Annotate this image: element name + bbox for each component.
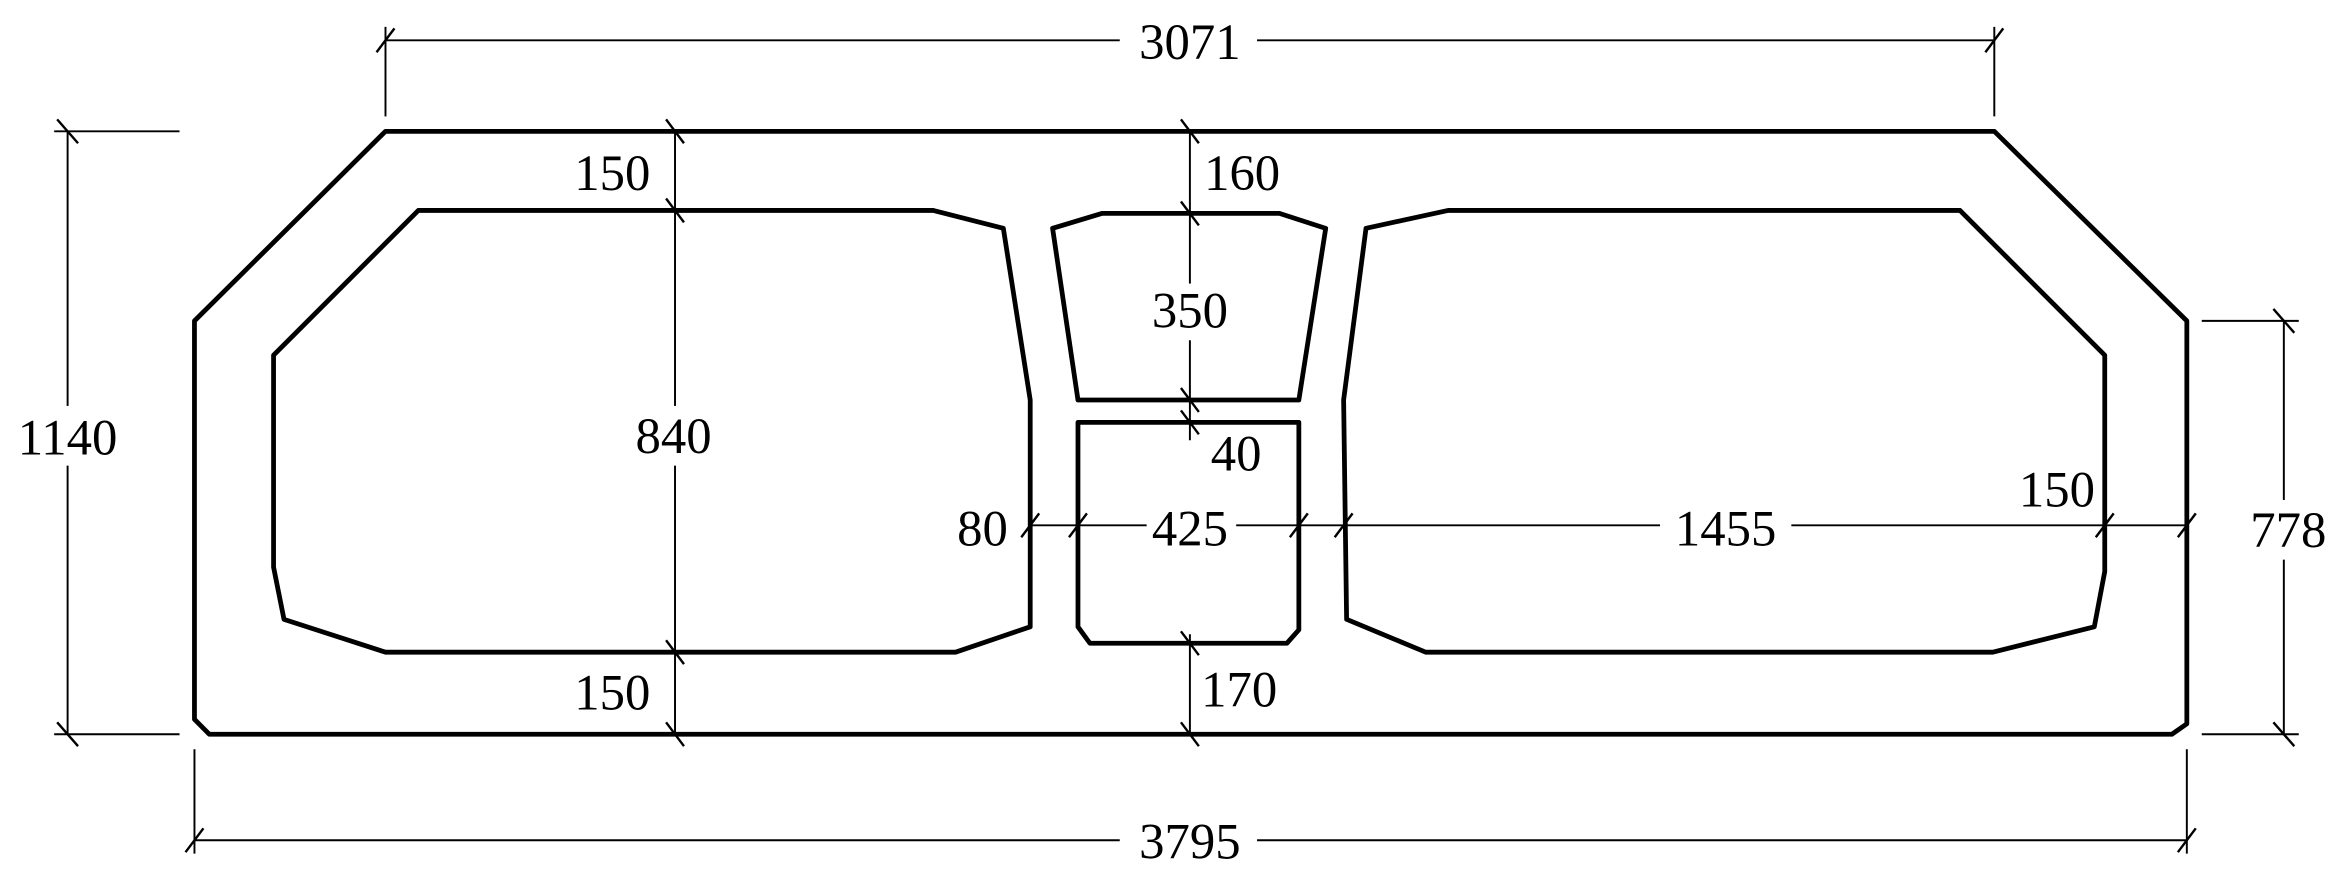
dimension-bottom-width: 3795 [184,749,2197,870]
label-total-height: 1140 [18,409,118,465]
label-top-slab-middle: 160 [1204,145,1280,201]
label-cell-height-left: 840 [635,408,711,464]
label-upper-small-cell-height: 350 [1152,282,1228,338]
label-right-cell-width: 1455 [1675,500,1776,556]
label-bottom-width: 3795 [1139,814,1240,870]
right-cell-outline [1341,208,2108,655]
label-bottom-slab-middle: 170 [1201,661,1277,717]
label-side-height: 778 [2250,502,2326,558]
dimension-middle-vertical-chain: 160 350 40 170 [1140,118,1280,747]
label-middle-divider: 40 [1211,426,1262,482]
label-top-width: 3071 [1139,14,1240,70]
left-cell-outline [271,208,1033,655]
dimension-left-vertical-chain: 150 840 150 [574,118,723,747]
dimension-horizontal-chain: 80 425 1455 150 [957,462,2197,556]
lower-middle-cell-outline [1075,419,1302,646]
label-bottom-slab-left: 150 [574,664,650,720]
upper-middle-cell-outline [1050,211,1329,403]
label-top-slab-left: 150 [574,145,650,201]
outer-outline [192,128,2190,737]
label-middle-cell-width: 425 [1152,500,1228,556]
dimension-total-height: 1140 [3,118,180,747]
dimension-side-height: 778 [2201,308,2338,747]
dimension-top-width: 3071 [375,14,2005,117]
label-web-left: 80 [957,500,1008,556]
label-web-right: 150 [2019,462,2095,518]
